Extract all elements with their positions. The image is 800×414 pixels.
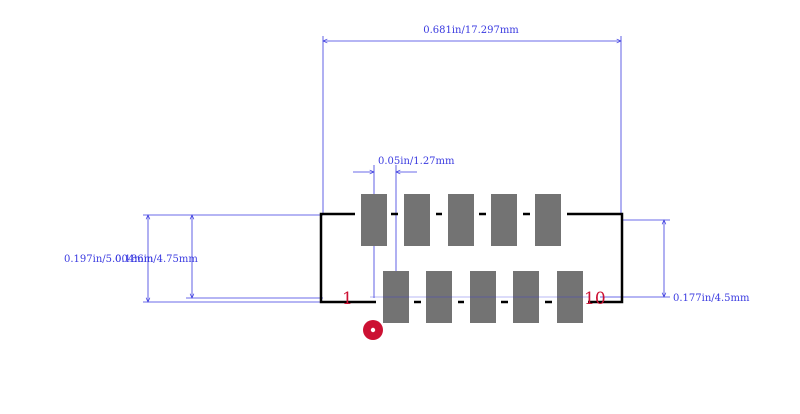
pad [404,194,430,246]
pad [491,194,517,246]
body-span-dimension: 0.177in/4.5mm [600,220,750,304]
component-outline [319,212,624,304]
body-span-label: 0.177in/4.5mm [673,293,750,304]
top-pad-row [361,194,561,246]
pin-1-marker-icon [363,320,383,340]
overall-length-dimension: 0.681in/17.297mm [323,25,621,214]
total-height-label: 0.197in/5.004mm [64,254,154,265]
total-height-dimension: 0.197in/5.004mm [64,215,323,302]
body-height-dimension: 0.186in/4.75mm [115,215,323,298]
pitch-label: 0.05in/1.27mm [378,156,455,167]
pin-1-label: 1 [342,289,353,309]
overall-length-label: 0.681in/17.297mm [423,25,519,36]
pin-10-label: 10 [584,289,606,309]
body-height-label: 0.186in/4.75mm [115,254,198,265]
pad [448,194,474,246]
pad [361,194,387,246]
pad [535,194,561,246]
